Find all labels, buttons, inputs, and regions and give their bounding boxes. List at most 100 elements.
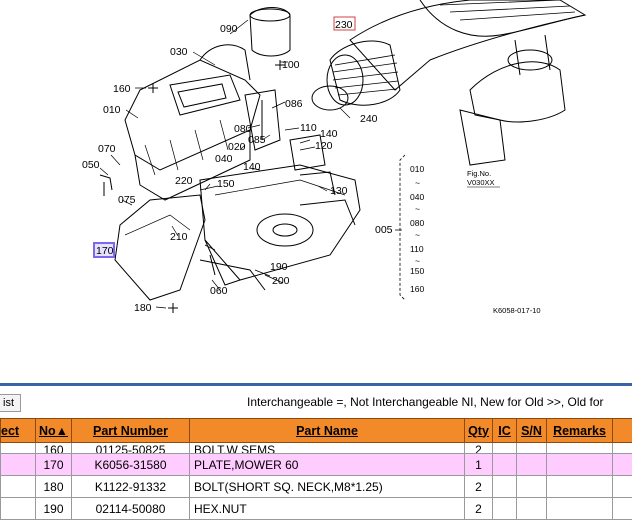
callout-060[interactable]: 060 — [210, 285, 228, 297]
part-number-cell[interactable]: 01125-50825 — [71, 442, 190, 454]
part-name-cell: BOLT,W SEMS — [189, 442, 465, 454]
ic-cell — [492, 453, 517, 476]
callout-085[interactable]: 085 — [248, 134, 266, 146]
part-number-cell[interactable]: 02114-50080 — [71, 497, 190, 520]
part-name-column-header[interactable]: Part Name — [189, 418, 465, 443]
callout-040[interactable]: 040 — [215, 153, 233, 165]
callout-140-top[interactable]: 140 — [320, 128, 338, 140]
part-name-cell: HEX.NUT — [189, 497, 465, 520]
legend-bar: ist Interchangeable =, Not Interchangeab… — [0, 386, 632, 418]
callout-210[interactable]: 210 — [170, 231, 188, 243]
callout-240[interactable]: 240 — [360, 113, 378, 125]
row-select-cell[interactable] — [0, 497, 36, 520]
list-tab[interactable]: ist — [0, 394, 21, 412]
callout-180[interactable]: 180 — [134, 302, 152, 314]
sequence-110: 110 — [410, 244, 424, 254]
callout-150[interactable]: 150 — [217, 178, 235, 190]
row-select-cell[interactable] — [0, 442, 36, 454]
figure-ref-value: V030XX — [467, 178, 495, 187]
extra-cell — [612, 497, 632, 520]
ic-column-header[interactable]: IC — [492, 418, 517, 443]
remarks-column-header[interactable]: Remarks — [546, 418, 613, 443]
extra-cell — [612, 453, 632, 476]
remarks-cell — [546, 442, 613, 454]
qty-cell: 2 — [464, 497, 493, 520]
no-cell: 190 — [35, 497, 72, 520]
panel-divider[interactable] — [0, 383, 632, 386]
callout-100[interactable]: 100 — [282, 59, 300, 71]
table-header-row: ect No▲ Part Number Part Name Qty IC S/N… — [0, 418, 632, 443]
sequence-marker: ~ — [415, 230, 420, 240]
remarks-cell — [546, 453, 613, 476]
extra-cell — [612, 442, 632, 454]
qty-cell: 1 — [464, 453, 493, 476]
callout-120[interactable]: 120 — [315, 140, 333, 152]
callout-086[interactable]: 086 — [285, 98, 303, 110]
qty-cell: 2 — [464, 475, 493, 498]
extra-cell — [612, 475, 632, 498]
drawing-code: K6058-017-10 — [493, 306, 541, 315]
callout-200[interactable]: 200 — [272, 275, 290, 287]
sequence-080: 080 — [410, 218, 424, 228]
sn-cell — [516, 453, 547, 476]
callout-160[interactable]: 160 — [113, 83, 131, 95]
table-row[interactable]: 160 01125-50825 BOLT,W SEMS 2 — [0, 442, 632, 454]
qty-column-header[interactable]: Qty — [464, 418, 493, 443]
ic-cell — [492, 442, 517, 454]
part-number-cell[interactable]: K6056-31580 — [71, 453, 190, 476]
remarks-cell — [546, 475, 613, 498]
parts-table: ect No▲ Part Number Part Name Qty IC S/N… — [0, 418, 632, 520]
callout-020[interactable]: 020 — [228, 141, 246, 153]
callout-230-box — [333, 16, 356, 31]
ic-cell — [492, 497, 517, 520]
callout-110[interactable]: 110 — [300, 122, 317, 134]
figure-ref-label: Fig.No. — [467, 169, 491, 178]
callout-090[interactable]: 090 — [220, 23, 238, 35]
sn-cell — [516, 497, 547, 520]
sequence-marker: ~ — [415, 256, 420, 266]
sn-column-header[interactable]: S/N — [516, 418, 547, 443]
remarks-cell — [546, 497, 613, 520]
callout-190[interactable]: 190 — [270, 261, 288, 273]
callout-075[interactable]: 075 — [118, 194, 136, 206]
parts-diagram[interactable]: 090 030 100 160 010 086 080 085 110 140 … — [0, 0, 632, 383]
sequence-160: 160 — [410, 284, 424, 294]
part-name-cell: PLATE,MOWER 60 — [189, 453, 465, 476]
callout-010[interactable]: 010 — [103, 104, 121, 116]
part-name-cell: BOLT(SHORT SQ. NECK,M8*1.25) — [189, 475, 465, 498]
sequence-150: 150 — [410, 266, 424, 276]
extra-column-header — [612, 418, 632, 443]
callout-005[interactable]: 005 — [375, 224, 393, 236]
sequence-marker: ~ — [415, 178, 420, 188]
selected-callout-highlight[interactable] — [93, 242, 115, 258]
no-cell: 180 — [35, 475, 72, 498]
no-column-header[interactable]: No▲ — [35, 418, 72, 443]
sequence-010: 010 — [410, 164, 424, 174]
callout-130[interactable]: 130 — [330, 185, 348, 197]
sn-cell — [516, 442, 547, 454]
callout-230[interactable]: 230 — [335, 19, 353, 31]
no-cell: 160 — [35, 442, 72, 454]
exploded-view-drawing: 090 030 100 160 010 086 080 085 110 140 … — [82, 0, 587, 315]
callout-220[interactable]: 220 — [175, 175, 193, 187]
callout-080[interactable]: 080 — [234, 123, 252, 135]
callout-030[interactable]: 030 — [170, 46, 188, 58]
table-row-selected[interactable]: 170 K6056-31580 PLATE,MOWER 60 1 — [0, 453, 632, 476]
qty-cell: 2 — [464, 442, 493, 454]
no-cell: 170 — [35, 453, 72, 476]
part-number-cell[interactable]: K1122-91332 — [71, 475, 190, 498]
callout-070[interactable]: 070 — [98, 143, 116, 155]
table-row[interactable]: 190 02114-50080 HEX.NUT 2 — [0, 497, 632, 520]
sequence-marker: ~ — [415, 204, 420, 214]
row-select-cell[interactable] — [0, 453, 36, 476]
part-number-column-header[interactable]: Part Number — [71, 418, 190, 443]
row-select-cell[interactable] — [0, 475, 36, 498]
callout-050[interactable]: 050 — [82, 159, 100, 171]
ic-cell — [492, 475, 517, 498]
callout-140-mid[interactable]: 140 — [243, 161, 261, 173]
sn-cell — [516, 475, 547, 498]
sequence-040: 040 — [410, 192, 424, 202]
table-row[interactable]: 180 K1122-91332 BOLT(SHORT SQ. NECK,M8*1… — [0, 475, 632, 498]
interchangeability-legend: Interchangeable =, Not Interchangeable N… — [247, 395, 604, 409]
select-column-header[interactable]: ect — [0, 418, 36, 443]
